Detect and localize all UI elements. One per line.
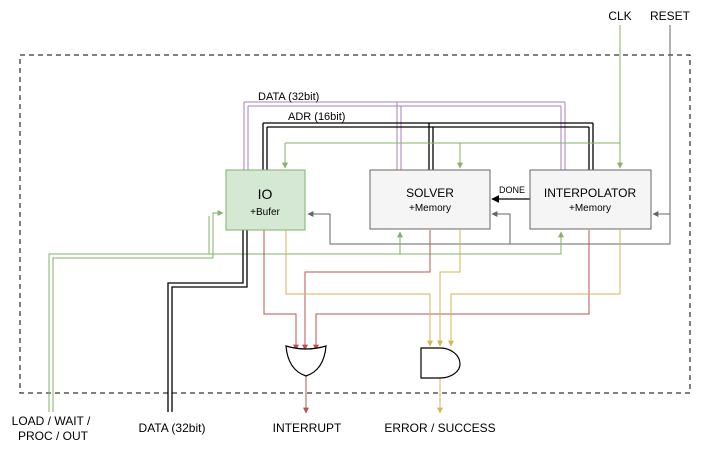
and-gate xyxy=(420,347,461,379)
solver-subtitle: +Memory xyxy=(409,203,451,214)
solver-block: SOLVER +Memory xyxy=(369,169,491,230)
data-out-bus xyxy=(167,230,248,412)
load-wait-label-line2: PROC / OUT xyxy=(18,429,89,443)
io-block: IO +Bufer xyxy=(225,169,306,231)
adr-bus-label: ADR (16bit) xyxy=(288,111,345,123)
done-label: DONE xyxy=(499,185,525,195)
clk-label: CLK xyxy=(608,9,631,23)
interpolator-title: INTERPOLATOR xyxy=(544,186,637,200)
interrupt-lines xyxy=(263,230,590,414)
adr-bus xyxy=(262,122,594,170)
solver-title: SOLVER xyxy=(406,186,454,200)
load-wait-label-line1: LOAD / WAIT / xyxy=(12,414,91,428)
or-gate xyxy=(285,345,327,377)
interpolator-block: INTERPOLATOR +Memory xyxy=(529,169,652,230)
error-success-lines xyxy=(285,230,621,414)
interpolator-subtitle: +Memory xyxy=(569,203,611,214)
error-success-label: ERROR / SUCCESS xyxy=(384,421,495,435)
load-wait-lines xyxy=(48,210,564,412)
io-subtitle: +Bufer xyxy=(250,207,280,218)
clk-lines xyxy=(282,25,623,169)
data-out-label: DATA (32bit) xyxy=(139,421,206,435)
io-title: IO xyxy=(258,186,273,202)
reset-lines xyxy=(307,25,671,245)
data-bus xyxy=(243,101,566,170)
data-bus-label: DATA (32bit) xyxy=(258,91,319,103)
interrupt-label: INTERRUPT xyxy=(273,421,342,435)
system-boundary xyxy=(19,54,691,394)
reset-label: RESET xyxy=(650,9,691,23)
